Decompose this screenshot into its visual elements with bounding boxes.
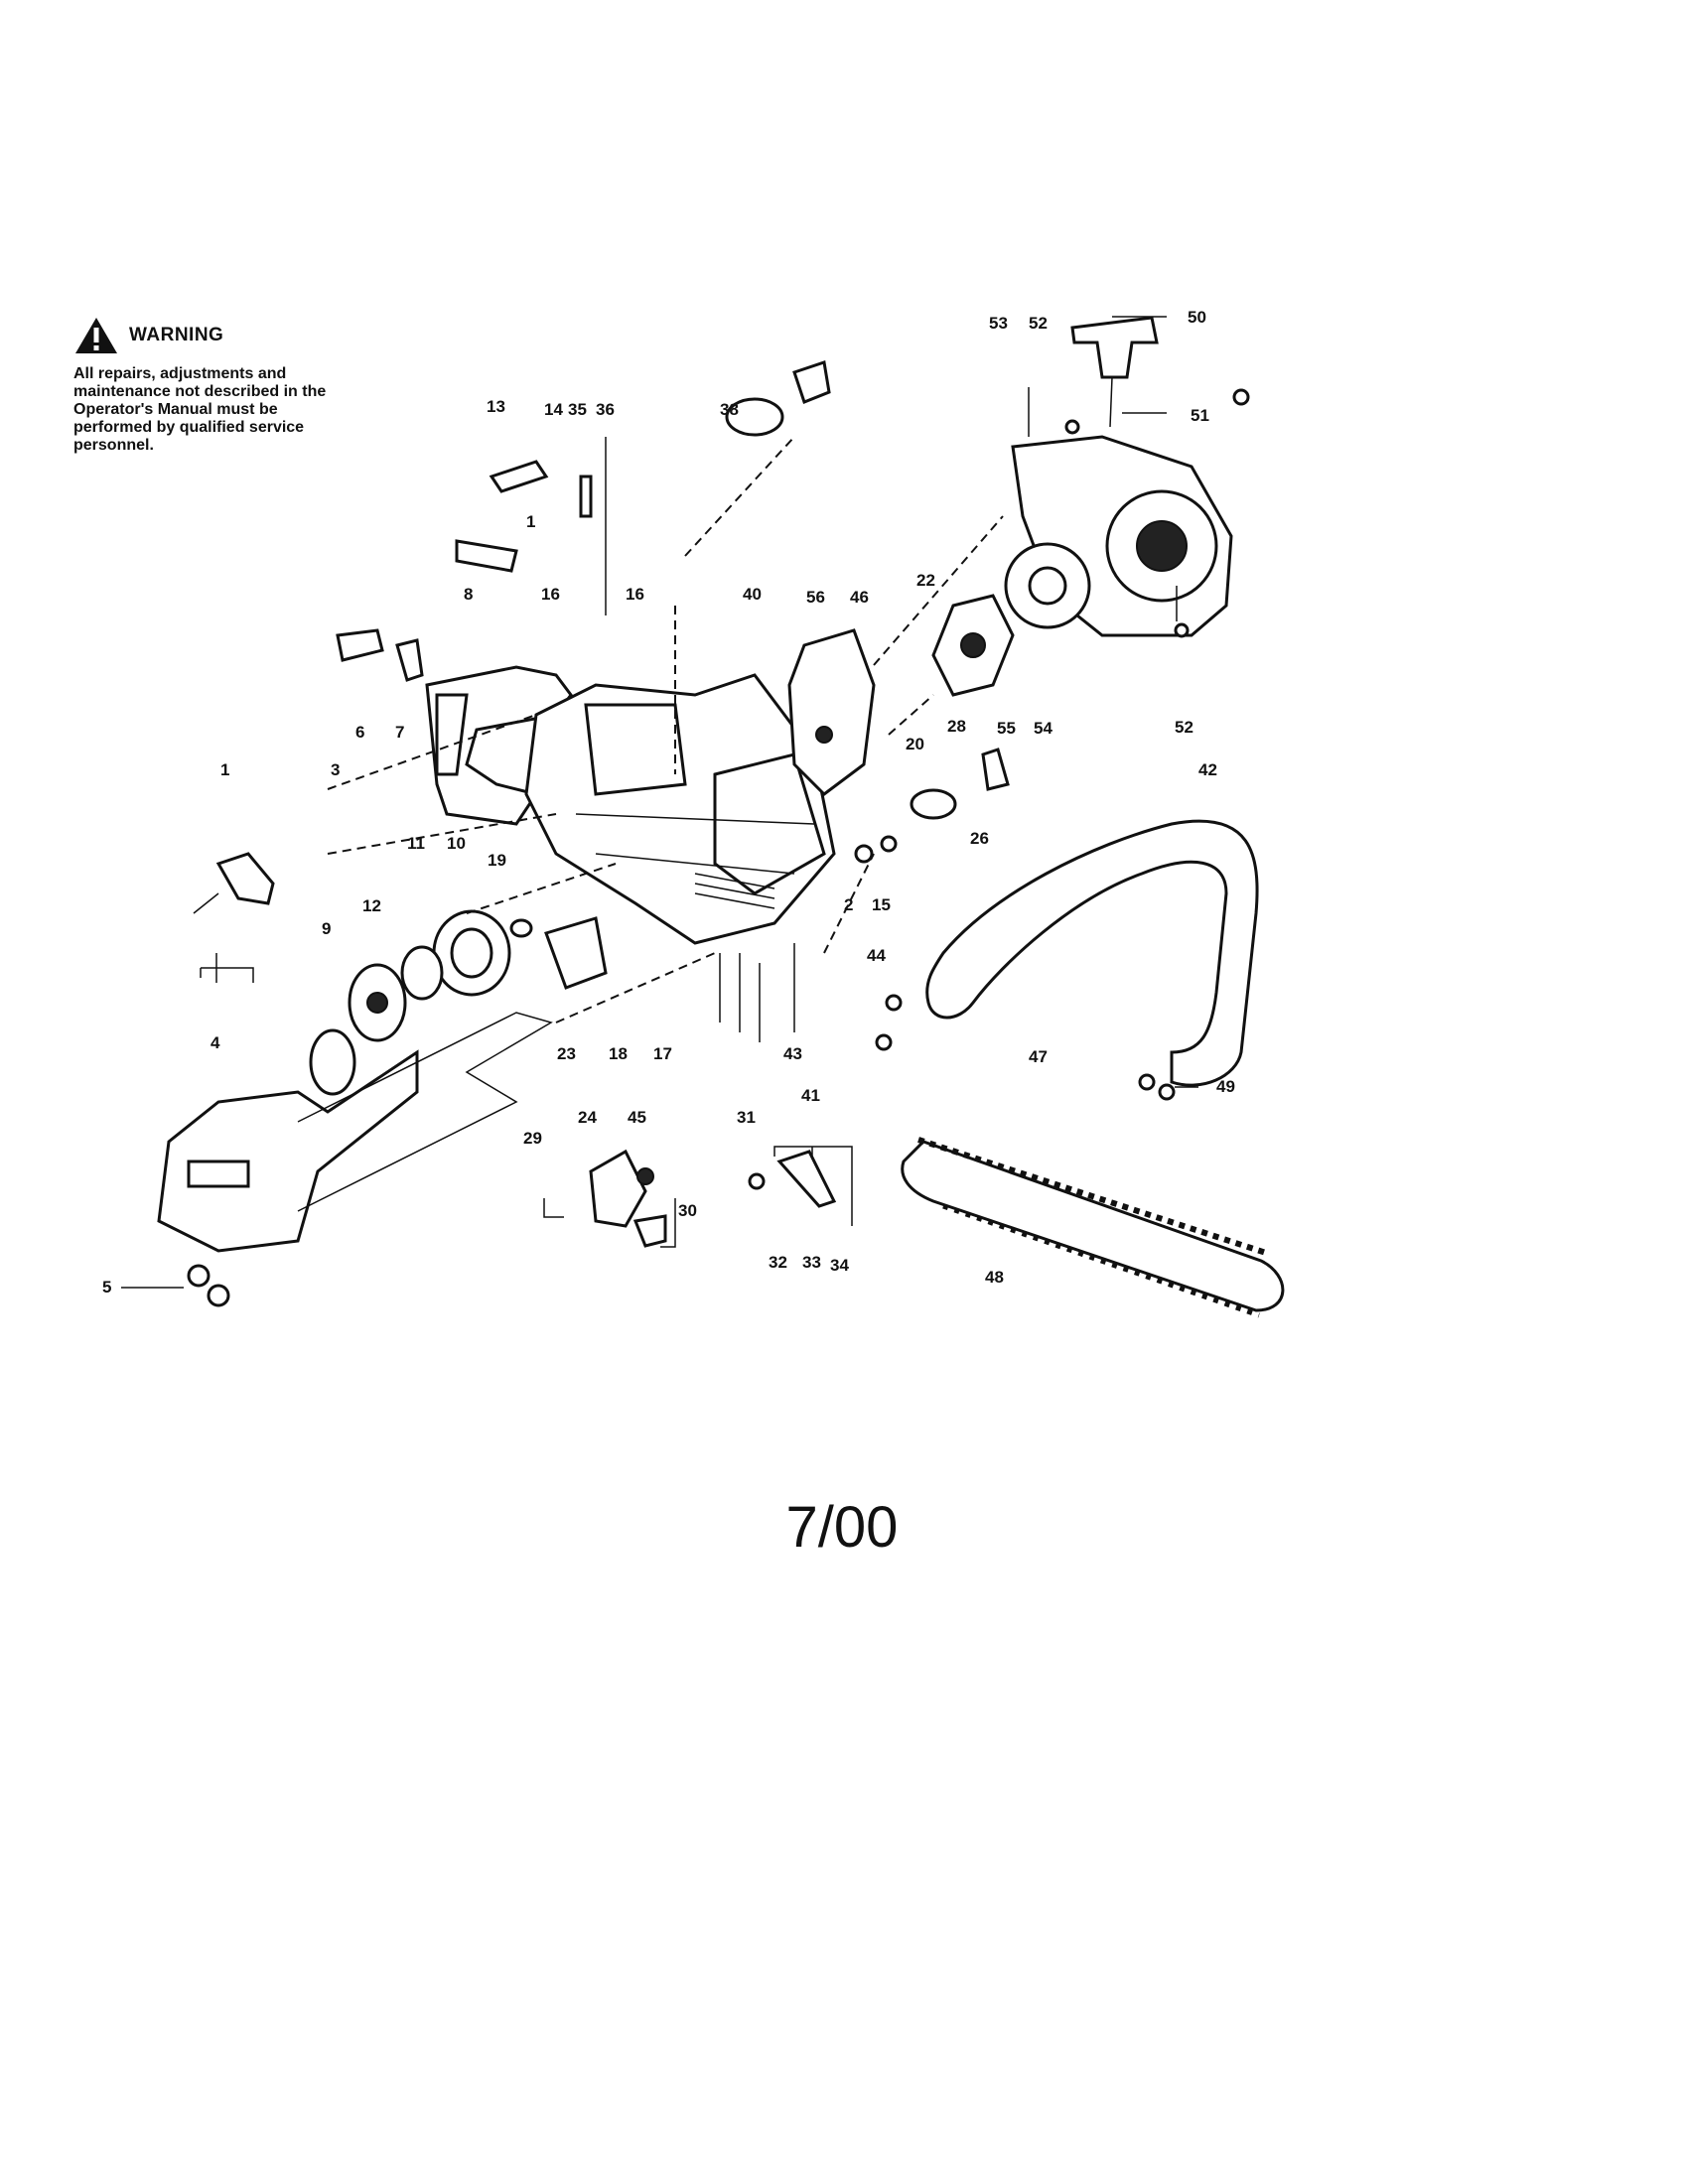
label-26: 26 — [970, 829, 989, 848]
label-49: 49 — [1216, 1077, 1235, 1096]
label-15: 15 — [872, 895, 891, 914]
label-31: 31 — [737, 1108, 756, 1127]
leader-lines — [121, 316, 1198, 1289]
label-24: 24 — [578, 1108, 597, 1127]
label-51: 51 — [1191, 406, 1209, 425]
label-18: 18 — [609, 1044, 628, 1063]
label-19: 19 — [488, 851, 506, 870]
label-7: 7 — [395, 723, 404, 742]
label-38: 38 — [720, 400, 739, 419]
cylinder-muffler — [725, 360, 1010, 820]
label-22: 22 — [916, 571, 935, 590]
warning-body: All repairs, adjustments and maintenance… — [73, 365, 327, 454]
part-number-labels: 1 1 2 3 4 5 6 7 8 9 10 11 12 13 14 15 16… — [102, 308, 1235, 1297]
label-40: 40 — [743, 585, 762, 604]
label-29: 29 — [523, 1129, 542, 1148]
oil-pump-parts — [589, 1149, 837, 1248]
label-50: 50 — [1188, 308, 1206, 327]
label-35: 35 — [568, 400, 587, 419]
starter-pulley — [931, 542, 1091, 697]
label-52a: 52 — [1029, 314, 1048, 333]
label-2: 2 — [844, 895, 853, 914]
label-10: 10 — [447, 834, 466, 853]
label-11: 11 — [407, 834, 425, 853]
label-14: 14 — [544, 400, 563, 419]
label-1b: 1 — [220, 760, 229, 779]
label-9: 9 — [322, 919, 331, 938]
label-20: 20 — [906, 735, 924, 753]
guide-bar-chain — [901, 1137, 1285, 1318]
label-34: 34 — [830, 1256, 849, 1275]
label-36: 36 — [596, 400, 615, 419]
label-8: 8 — [464, 585, 473, 604]
warning-notice: WARNING All repairs, adjustments and mai… — [73, 316, 371, 455]
assembly-lines — [297, 436, 1004, 1212]
clutch-assembly — [309, 909, 608, 1096]
label-48: 48 — [985, 1268, 1004, 1287]
label-1a: 1 — [526, 512, 535, 531]
clutch-cover — [157, 1049, 419, 1307]
label-41: 41 — [801, 1086, 820, 1105]
label-33: 33 — [802, 1253, 821, 1272]
label-23: 23 — [557, 1044, 576, 1063]
label-44: 44 — [867, 946, 886, 965]
label-54: 54 — [1034, 719, 1052, 738]
hand-guard — [193, 852, 275, 914]
label-32: 32 — [769, 1253, 787, 1272]
label-56: 56 — [806, 588, 825, 607]
label-4: 4 — [210, 1033, 220, 1052]
label-47: 47 — [1029, 1047, 1048, 1066]
label-30: 30 — [678, 1201, 697, 1220]
label-12: 12 — [362, 896, 381, 915]
label-42: 42 — [1198, 760, 1217, 779]
label-16b: 16 — [626, 585, 644, 604]
label-52b: 52 — [1175, 718, 1193, 737]
label-46: 46 — [850, 588, 869, 607]
warning-heading: WARNING — [129, 325, 224, 345]
label-3: 3 — [331, 760, 340, 779]
label-13: 13 — [487, 397, 505, 416]
rear-handle-housing — [425, 665, 573, 826]
label-43: 43 — [783, 1044, 802, 1063]
top-handle-parts — [336, 437, 607, 682]
label-6: 6 — [355, 723, 364, 742]
engine-housing — [524, 673, 836, 945]
label-17: 17 — [653, 1044, 672, 1063]
date-code: 7/00 — [785, 1495, 899, 1560]
label-5: 5 — [102, 1278, 111, 1297]
front-handle-bar — [925, 819, 1259, 1087]
label-55: 55 — [997, 719, 1016, 738]
fasteners — [719, 388, 1250, 1101]
warning-triangle-icon — [75, 318, 117, 353]
label-53: 53 — [989, 314, 1008, 333]
label-28: 28 — [947, 717, 966, 736]
label-16a: 16 — [541, 585, 560, 604]
label-45: 45 — [628, 1108, 646, 1127]
